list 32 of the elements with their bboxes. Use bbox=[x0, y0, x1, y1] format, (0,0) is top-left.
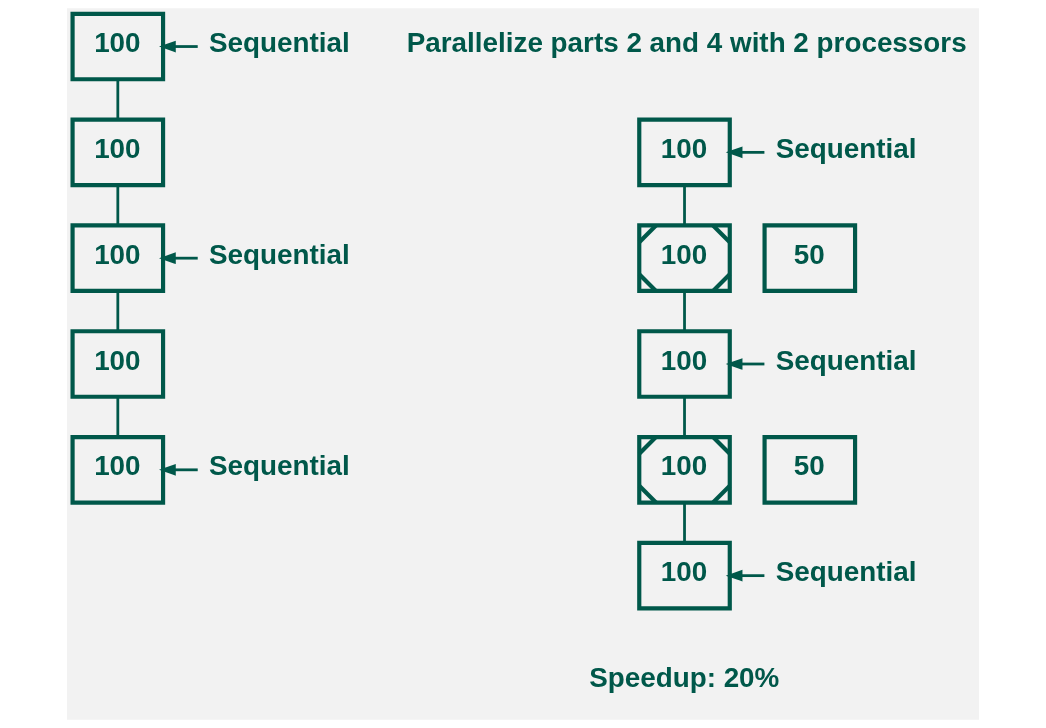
connector bbox=[116, 291, 120, 331]
node-text: Sequential bbox=[775, 556, 917, 588]
arrow bbox=[725, 569, 765, 582]
node-text: Sequential bbox=[775, 344, 917, 376]
node-box: 100 bbox=[637, 540, 732, 611]
node-text: Sequential bbox=[209, 27, 350, 59]
node-box: 100 bbox=[637, 329, 732, 399]
connector bbox=[683, 396, 686, 437]
node-box: 50 bbox=[762, 223, 858, 293]
node-box: 100 bbox=[70, 117, 166, 188]
node-box: 50 bbox=[762, 435, 858, 505]
node-box: 100 bbox=[70, 435, 166, 505]
node-text: Sequential bbox=[209, 450, 350, 482]
node-box: 100 bbox=[70, 223, 166, 293]
arrow bbox=[725, 358, 765, 370]
node-box: 100 bbox=[70, 11, 166, 82]
node-box: 100 bbox=[70, 329, 166, 399]
connector bbox=[116, 79, 120, 120]
arrow bbox=[725, 146, 765, 159]
node-box: 100 bbox=[637, 117, 732, 188]
label: Speedup: 20% bbox=[589, 662, 780, 694]
arrow bbox=[159, 252, 198, 265]
connector bbox=[683, 502, 686, 543]
connector bbox=[683, 291, 686, 331]
node-text: Sequential bbox=[209, 238, 350, 270]
label: Parallelize parts 2 and 4 with 2 processors bbox=[406, 27, 967, 59]
arrow bbox=[159, 463, 198, 476]
connector bbox=[116, 396, 120, 437]
node-text: Sequential bbox=[775, 132, 917, 164]
arrow bbox=[159, 40, 198, 53]
connector bbox=[683, 185, 686, 226]
connector bbox=[116, 185, 120, 226]
